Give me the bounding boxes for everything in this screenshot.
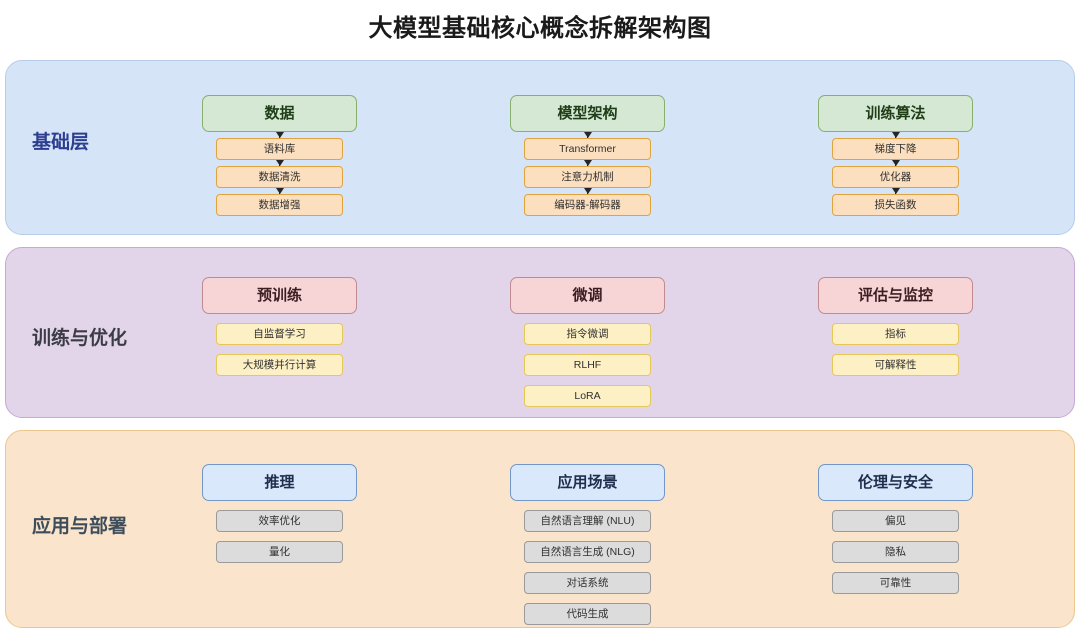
group-header-node[interactable]: 推理 bbox=[202, 464, 357, 501]
sub-node[interactable]: 自然语言理解 (NLU) bbox=[524, 510, 651, 532]
group-training-2: 评估与监控指标可解释性 bbox=[818, 277, 973, 376]
arrow-down-icon bbox=[891, 188, 900, 194]
group-header-node[interactable]: 数据 bbox=[202, 95, 357, 132]
sub-node[interactable]: LoRA bbox=[524, 385, 651, 407]
group-header-node[interactable]: 模型架构 bbox=[510, 95, 665, 132]
sub-node[interactable]: 语料库 bbox=[216, 138, 343, 160]
arrow-down-icon bbox=[275, 188, 284, 194]
sub-node[interactable]: 隐私 bbox=[832, 541, 959, 563]
group-header-node[interactable]: 伦理与安全 bbox=[818, 464, 973, 501]
group-application-1: 应用场景自然语言理解 (NLU) 自然语言生成 (NLG) 对话系统代码生成 bbox=[510, 464, 665, 625]
group-foundation-1: 模型架构 Transformer 注意力机制编码器-解码器 bbox=[510, 95, 665, 216]
group-header-node[interactable]: 微调 bbox=[510, 277, 665, 314]
page-title: 大模型基础核心概念拆解架构图 bbox=[368, 15, 712, 42]
sub-node[interactable]: 数据清洗 bbox=[216, 166, 343, 188]
group-header-node[interactable]: 训练算法 bbox=[818, 95, 973, 132]
sub-node[interactable]: 自监督学习 bbox=[216, 323, 343, 345]
sub-node[interactable]: 梯度下降 bbox=[832, 138, 959, 160]
layer-application: 应用与部署 推理效率优化量化 应用场景自然语言理解 (NLU) 自然语言生成 (NL… bbox=[5, 430, 1075, 628]
sub-node[interactable]: Transformer bbox=[524, 138, 651, 160]
sub-node[interactable]: 指令微调 bbox=[524, 323, 651, 345]
sub-node[interactable]: 编码器-解码器 bbox=[524, 194, 651, 216]
sub-node[interactable]: 大规模并行计算 bbox=[216, 354, 343, 376]
group-foundation-0: 数据语料库数据清洗数据增强 bbox=[202, 95, 357, 216]
group-application-0: 推理效率优化量化 bbox=[202, 464, 357, 563]
layer-label-foundation: 基础层 bbox=[32, 132, 90, 153]
arrow-down-icon bbox=[891, 132, 900, 138]
group-header-node[interactable]: 应用场景 bbox=[510, 464, 665, 501]
group-application-2: 伦理与安全偏见隐私可靠性 bbox=[818, 464, 973, 594]
sub-node[interactable]: 可靠性 bbox=[832, 572, 959, 594]
arrow-down-icon bbox=[583, 132, 592, 138]
group-header-node[interactable]: 预训练 bbox=[202, 277, 357, 314]
layer-label-application: 应用与部署 bbox=[32, 516, 128, 537]
arrow-down-icon bbox=[891, 160, 900, 166]
arrow-down-icon bbox=[275, 132, 284, 138]
layer-training: 训练与优化 预训练自监督学习大规模并行计算 微调指令微调 RLHF LoRA 评估与监控… bbox=[5, 247, 1075, 418]
group-training-0: 预训练自监督学习大规模并行计算 bbox=[202, 277, 357, 376]
sub-node[interactable]: RLHF bbox=[524, 354, 651, 376]
sub-node[interactable]: 效率优化 bbox=[216, 510, 343, 532]
group-header-node[interactable]: 评估与监控 bbox=[818, 277, 973, 314]
sub-node[interactable]: 对话系统 bbox=[524, 572, 651, 594]
arrow-down-icon bbox=[583, 188, 592, 194]
sub-node[interactable]: 优化器 bbox=[832, 166, 959, 188]
sub-node[interactable]: 自然语言生成 (NLG) bbox=[524, 541, 651, 563]
sub-node[interactable]: 可解释性 bbox=[832, 354, 959, 376]
sub-node[interactable]: 损失函数 bbox=[832, 194, 959, 216]
sub-node[interactable]: 量化 bbox=[216, 541, 343, 563]
layer-label-training: 训练与优化 bbox=[32, 328, 128, 349]
group-foundation-2: 训练算法梯度下降优化器损失函数 bbox=[818, 95, 973, 216]
sub-node[interactable]: 注意力机制 bbox=[524, 166, 651, 188]
sub-node[interactable]: 偏见 bbox=[832, 510, 959, 532]
layer-foundation: 基础层 数据语料库数据清洗数据增强 模型架构 Transformer 注意力机制编码器… bbox=[5, 60, 1075, 235]
sub-node[interactable]: 数据增强 bbox=[216, 194, 343, 216]
group-training-1: 微调指令微调 RLHF LoRA bbox=[510, 277, 665, 407]
sub-node[interactable]: 指标 bbox=[832, 323, 959, 345]
sub-node[interactable]: 代码生成 bbox=[524, 603, 651, 625]
arrow-down-icon bbox=[275, 160, 284, 166]
arrow-down-icon bbox=[583, 160, 592, 166]
